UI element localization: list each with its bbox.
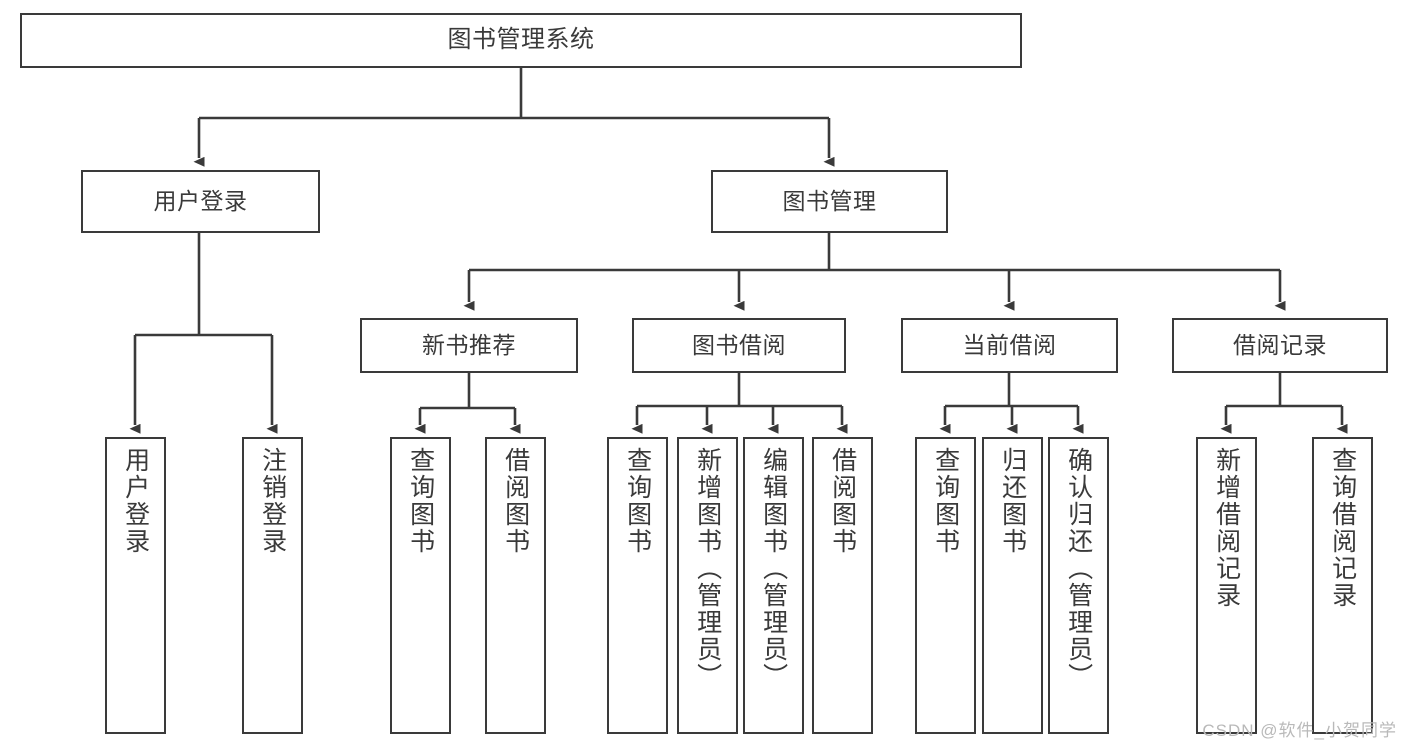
node-leaf-query-book-3-label: 查询图书	[931, 447, 960, 555]
node-leaf-query-book-1[interactable]: 查询图书	[390, 437, 451, 734]
node-leaf-confirm-return-label: 确认归还（管理员）	[1064, 447, 1093, 690]
node-leaf-borrow-book-2[interactable]: 借阅图书	[812, 437, 873, 734]
node-new-book-recommend-label: 新书推荐	[422, 331, 516, 358]
node-leaf-query-book-1-label: 查询图书	[406, 447, 435, 555]
node-leaf-logout-login-label: 注销登录	[258, 447, 287, 555]
node-leaf-borrow-book-2-label: 借阅图书	[828, 447, 857, 555]
node-user-login-label: 用户登录	[153, 187, 248, 214]
node-new-book-recommend[interactable]: 新书推荐	[360, 318, 578, 373]
node-root-system-label: 图书管理系统	[447, 26, 595, 54]
node-current-borrow-label: 当前借阅	[962, 331, 1057, 358]
node-leaf-add-book[interactable]: 新增图书（管理员）	[677, 437, 738, 734]
node-leaf-add-record-label: 新增借阅记录	[1212, 447, 1241, 609]
node-leaf-borrow-book-1[interactable]: 借阅图书	[485, 437, 546, 734]
node-user-login[interactable]: 用户登录	[81, 170, 320, 233]
node-current-borrow[interactable]: 当前借阅	[901, 318, 1118, 373]
node-leaf-query-record-label: 查询借阅记录	[1328, 447, 1357, 609]
node-leaf-add-book-label: 新增图书（管理员）	[693, 447, 722, 690]
node-leaf-query-book-3[interactable]: 查询图书	[915, 437, 976, 734]
node-leaf-edit-book[interactable]: 编辑图书（管理员）	[743, 437, 804, 734]
node-leaf-user-login-label: 用户登录	[121, 447, 150, 555]
node-book-borrow-label: 图书借阅	[692, 331, 786, 358]
node-leaf-return-book-label: 归还图书	[998, 447, 1027, 555]
node-leaf-query-book-2-label: 查询图书	[623, 447, 652, 555]
node-book-manage-label: 图书管理	[782, 187, 877, 214]
node-leaf-user-login[interactable]: 用户登录	[105, 437, 166, 734]
node-leaf-query-book-2[interactable]: 查询图书	[607, 437, 668, 734]
node-borrow-record[interactable]: 借阅记录	[1172, 318, 1388, 373]
node-leaf-return-book[interactable]: 归还图书	[982, 437, 1043, 734]
node-leaf-borrow-book-1-label: 借阅图书	[501, 447, 530, 555]
node-book-borrow[interactable]: 图书借阅	[632, 318, 846, 373]
csdn-watermark: CSDN @软件_小贺同学	[1202, 721, 1397, 740]
node-leaf-logout-login[interactable]: 注销登录	[242, 437, 303, 734]
node-root-system[interactable]: 图书管理系统	[20, 13, 1022, 68]
node-leaf-add-record[interactable]: 新增借阅记录	[1196, 437, 1257, 734]
node-leaf-edit-book-label: 编辑图书（管理员）	[759, 447, 788, 690]
node-book-manage[interactable]: 图书管理	[711, 170, 948, 233]
node-leaf-query-record[interactable]: 查询借阅记录	[1312, 437, 1373, 734]
node-borrow-record-label: 借阅记录	[1233, 331, 1327, 358]
node-leaf-confirm-return[interactable]: 确认归还（管理员）	[1048, 437, 1109, 734]
